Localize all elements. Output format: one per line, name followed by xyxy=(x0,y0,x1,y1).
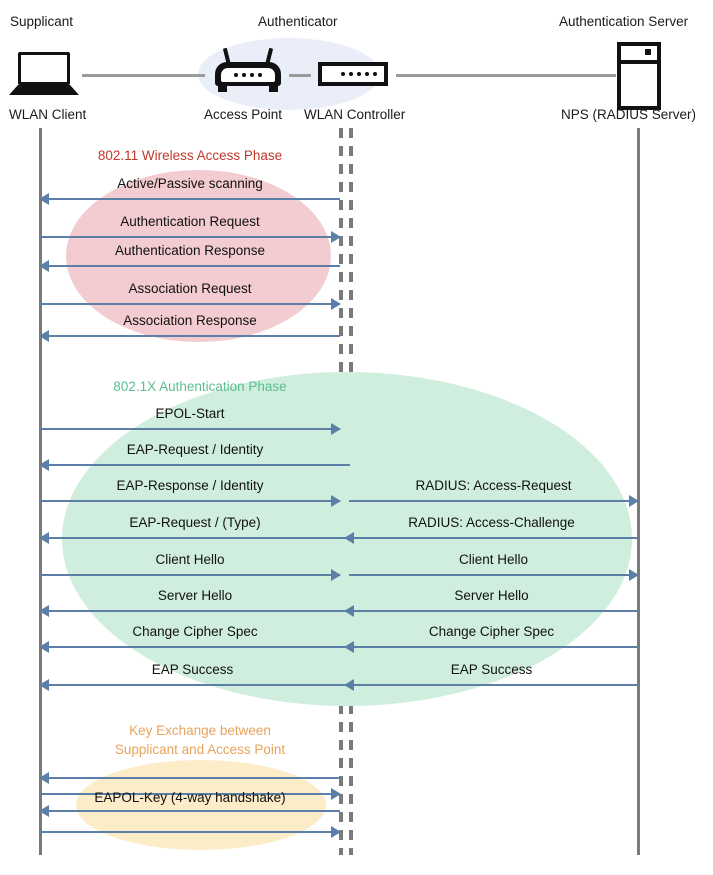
device-caption-wlan-client: WLAN Client xyxy=(9,107,87,122)
role-title-supplicant: Supplicant xyxy=(10,14,74,29)
message-label: Client Hello xyxy=(155,552,225,567)
server-icon xyxy=(617,42,661,110)
message-label: Authentication Request xyxy=(120,214,260,229)
message-label: EAPOL-Key (4-way handshake) xyxy=(94,790,286,805)
role-title-authenticator: Authenticator xyxy=(258,14,338,29)
link-client-to-ap xyxy=(82,74,205,77)
message-label: EAP Success xyxy=(450,662,533,677)
message-label: Server Hello xyxy=(157,588,233,603)
message-label: Active/Passive scanning xyxy=(117,176,263,191)
wlan-controller-icon xyxy=(318,62,388,86)
message-label: EAP-Request / Identity xyxy=(126,442,264,457)
message-label: Server Hello xyxy=(454,588,529,603)
message-label: EAP Success xyxy=(151,662,234,677)
phase-label-key-exchange-line1: Key Exchange between xyxy=(129,723,271,738)
message-label: EAP-Request / (Type) xyxy=(129,515,261,530)
device-caption-access-point: Access Point xyxy=(204,107,283,122)
message-label: Change Cipher Spec xyxy=(428,624,555,639)
message-label: Association Response xyxy=(123,313,257,328)
phase-blob-key-exchange xyxy=(76,760,326,850)
role-title-authentication-server: Authentication Server xyxy=(559,14,689,29)
phase-label-key-exchange-line2: Supplicant and Access Point xyxy=(114,742,286,757)
laptop-icon xyxy=(9,52,88,97)
link-controller-to-server xyxy=(396,74,616,77)
device-caption-nps-radius-server: NPS (RADIUS Server) xyxy=(561,107,697,122)
access-point-icon xyxy=(215,47,285,96)
phase-label-wireless-access: 802.11 Wireless Access Phase xyxy=(97,148,283,163)
lifeline-authentication-server xyxy=(637,128,640,855)
device-caption-wlan-controller: WLAN Controller xyxy=(304,107,406,122)
message-label: Client Hello xyxy=(458,552,529,567)
message-label: RADIUS: Access-Request xyxy=(415,478,572,493)
link-ap-to-controller xyxy=(289,74,311,77)
message-label: EPOL-Start xyxy=(155,406,225,421)
lifeline-supplicant xyxy=(39,128,42,855)
message-label: EAP-Response / Identity xyxy=(116,478,264,493)
phase-label-dot1x-auth: 802.1X Authentication Phase xyxy=(113,379,287,394)
message-label: Change Cipher Spec xyxy=(132,624,258,639)
message-label: RADIUS: Access-Challenge xyxy=(408,515,575,530)
message-label: Association Request xyxy=(128,281,252,296)
message-label: Authentication Response xyxy=(114,243,266,258)
